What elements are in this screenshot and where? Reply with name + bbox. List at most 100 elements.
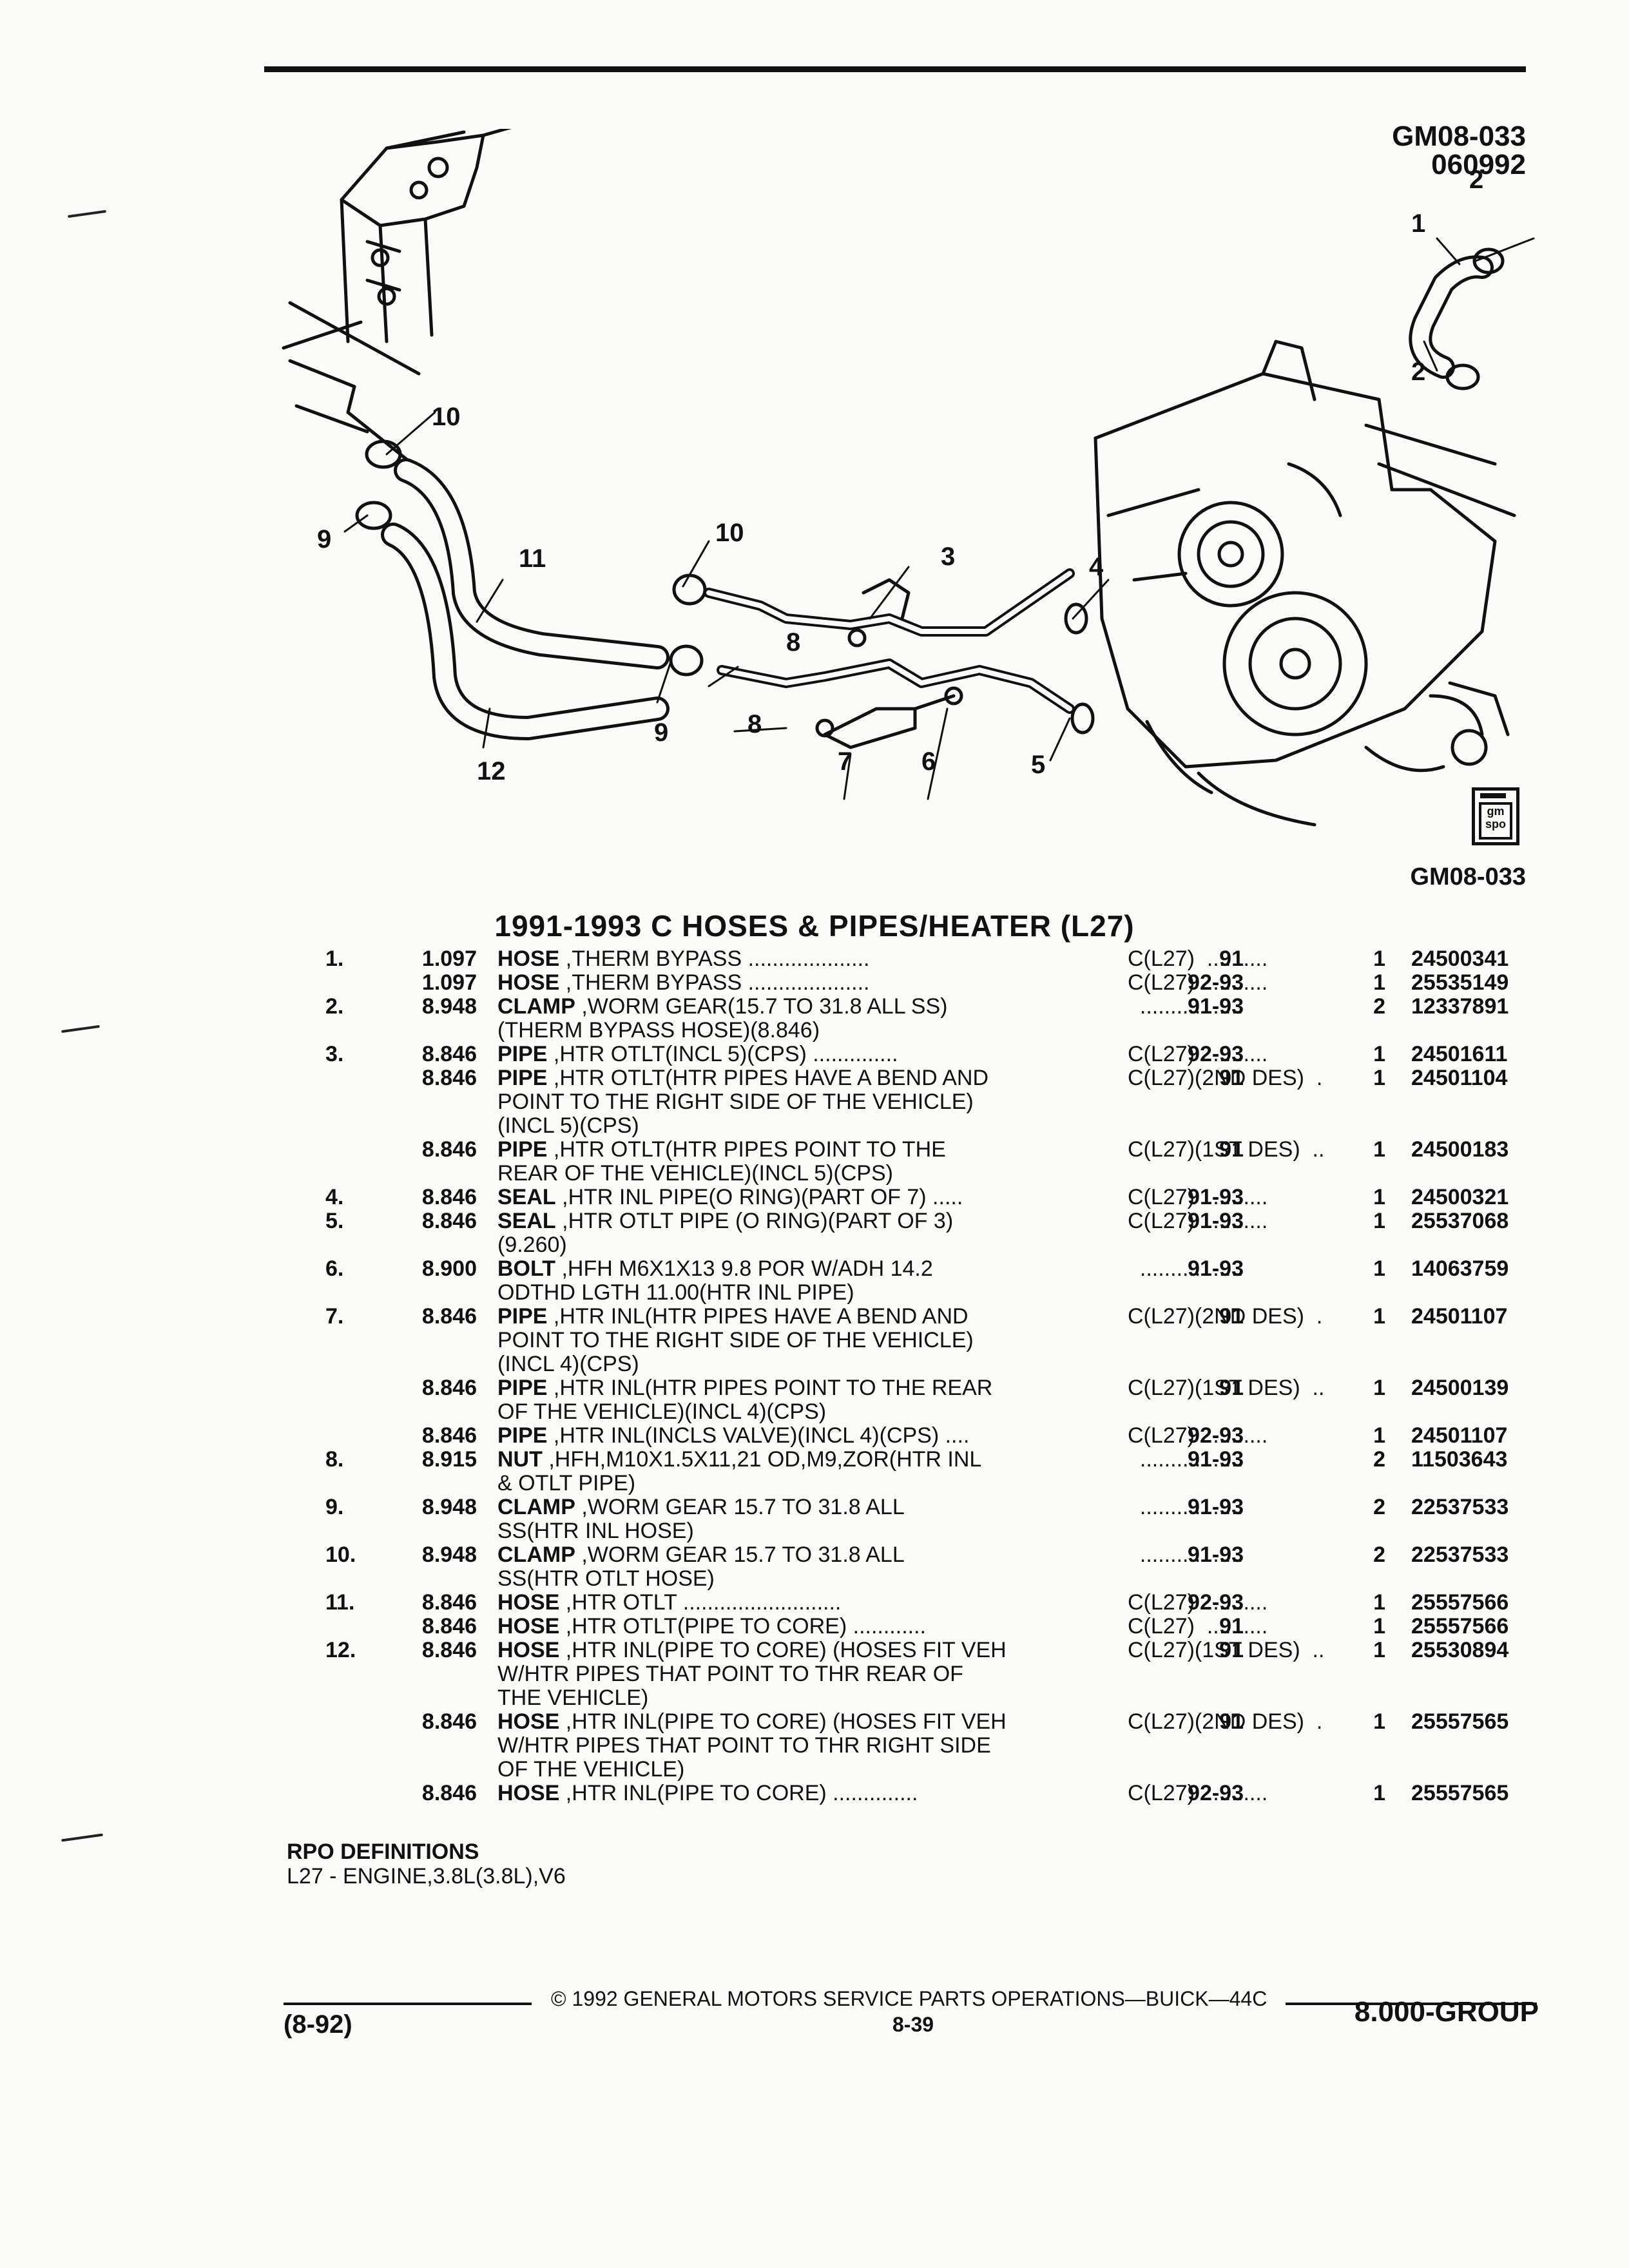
model-years: 91 [1219,1614,1244,1639]
usage-code: C(L27) .......... [1128,970,1268,995]
page-number: 8-39 [892,2013,934,2036]
part-number: 25537068 [1411,1209,1509,1233]
part-description-text: ,HFH M6X1X13 9.8 POR W/ADH 14.2 ODTHD LG… [497,1256,933,1305]
usage-code: C(L27) .......... [1128,1423,1268,1448]
part-description-text: ,HTR INL(PIPE TO CORE) (HOSES FIT VEH W/… [497,1638,1007,1710]
model-years: 92-93 [1188,1781,1244,1805]
part-description-text: ,HTR INL(PIPE TO CORE) .............. [559,1781,918,1805]
group-code-cell: 8.846 [421,1066,477,1090]
part-number: 25557566 [1411,1590,1509,1615]
parts-row: 3. 8.846 PIPE ,HTR OTLT(INCL 5)(CPS) .....… [258,1043,1547,1066]
part-noun: PIPE [497,1304,548,1329]
model-years: 91-93 [1188,1447,1244,1472]
callout-7: 7 [838,747,852,776]
quantity: 1 [1373,1185,1385,1209]
usage-code: C(L27)(2ND DES) . [1128,1709,1323,1734]
model-years: 91 [1219,1638,1244,1662]
model-years: 92-93 [1188,970,1244,995]
group-code-cell: 8.846 [421,1042,477,1066]
part-description: HOSE ,HTR OTLT(PIPE TO CORE) ...........… [497,1615,1039,1639]
model-years: 91-93 [1188,1209,1244,1233]
part-noun: CLAMP [497,994,575,1019]
part-noun: CLAMP [497,1495,575,1519]
part-description: PIPE ,HTR OTLT(INCL 5)(CPS) ............… [497,1043,1039,1066]
copyright: © 1992 GENERAL MOTORS SERVICE PARTS OPER… [551,1987,1268,2010]
footer-date-code: (8-92) [284,2010,352,2039]
callout-9-left: 9 [317,525,331,553]
model-years: 91 [1219,1137,1244,1162]
item-number: 6. [325,1256,344,1281]
footer-rule-left [284,2003,532,2005]
part-noun: PIPE [497,1066,548,1090]
usage-code: C(L27) .......... [1128,947,1268,971]
quantity: 1 [1373,1638,1385,1662]
usage-code: C(L27)(1ST DES) .. [1128,1376,1325,1400]
item-number: 9. [325,1495,344,1519]
item-number: 5. [325,1209,344,1233]
part-description: SEAL ,HTR OTLT PIPE (O RING)(PART OF 3) … [497,1209,1039,1257]
exploded-parts-diagram: 1 2 2 3 4 5 6 7 8 8 9 9 10 10 11 12 [282,129,1535,827]
diagram-caption: GM08-033 [1410,863,1526,890]
model-years: 91-93 [1188,1542,1244,1567]
part-noun: HOSE [497,947,560,971]
model-years: 91-93 [1188,1256,1244,1281]
quantity: 1 [1373,1304,1385,1329]
quantity: 1 [1373,1042,1385,1066]
part-noun: HOSE [497,1590,560,1615]
model-years: 92-93 [1188,1042,1244,1066]
part-noun: HOSE [497,1614,560,1639]
group-code-cell: 8.846 [421,1304,477,1329]
usage-code: ................. [1128,1495,1244,1519]
margin-mark [61,1833,103,1842]
rpo-entry: L27 - ENGINE,3.8L(3.8L),V6 [287,1864,566,1888]
part-noun: SEAL [497,1209,556,1233]
part-number: 25535149 [1411,970,1509,995]
part-description: HOSE ,HTR OTLT .........................… [497,1591,1039,1615]
callout-5: 5 [1031,751,1045,779]
part-description: HOSE ,THERM BYPASS .................... [497,971,1039,995]
part-noun: BOLT [497,1256,556,1281]
part-number: 24501104 [1411,1066,1508,1090]
item-number: 11. [325,1590,355,1615]
item-number: 4. [325,1185,344,1209]
item-number: 10. [325,1542,356,1567]
engine-block [1094,372,1497,769]
quantity: 1 [1373,1614,1385,1639]
part-number: 24500139 [1411,1376,1509,1400]
part-noun: PIPE [497,1137,548,1162]
quantity: 1 [1373,1709,1385,1734]
part-description-text: ,HTR OTLT(PIPE TO CORE) ............ [559,1614,926,1639]
rpo-definitions: RPO DEFINITIONS L27 - ENGINE,3.8L(3.8L),… [287,1840,566,1888]
group-code-cell: 8.948 [421,1495,477,1519]
part-noun: HOSE [497,1638,560,1662]
model-years: 91-93 [1188,994,1244,1019]
part-number: 25530894 [1411,1638,1509,1662]
heater-core-bracket [340,133,485,227]
part-number: 11503643 [1411,1447,1508,1472]
footer-rule-right [1286,2003,1537,2005]
part-number: 24500341 [1411,947,1509,971]
group-code-cell: 8.846 [421,1781,477,1805]
drawing-date: 060992 [1431,149,1526,180]
callout-12: 12 [477,757,506,785]
water-pump-pulley [1177,501,1284,608]
part-description-text: ,HTR OTLT PIPE (O RING)(PART OF 3) (9.26… [497,1209,954,1257]
part-description-text: ,HTR INL(PIPE TO CORE) (HOSES FIT VEH W/… [497,1709,1007,1782]
item-number: 3. [325,1042,344,1066]
part-description-text: ,HTR OTLT(INCL 5)(CPS) .............. [547,1042,898,1066]
callout-4: 4 [1089,553,1104,581]
quantity: 1 [1373,1423,1385,1448]
usage-code: ................. [1128,994,1244,1019]
usage-code: ................. [1128,1256,1244,1281]
usage-code: ................. [1128,1447,1244,1472]
model-years: 91-93 [1188,1495,1244,1519]
